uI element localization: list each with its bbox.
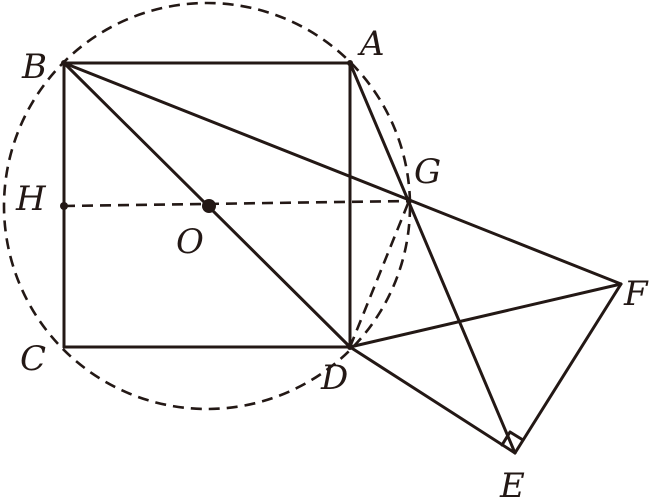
segment-de	[348, 345, 517, 455]
label-e: E	[499, 466, 525, 502]
label-f: F	[623, 274, 649, 314]
label-g: G	[414, 152, 441, 192]
label-a: A	[357, 24, 385, 64]
point-h	[60, 202, 68, 210]
segment-dg	[348, 200, 411, 348]
point-a	[347, 60, 353, 66]
point-g	[406, 198, 412, 204]
label-b: B	[21, 47, 47, 87]
segment-bf	[62, 61, 623, 286]
label-d: D	[320, 358, 348, 398]
label-o: O	[176, 222, 204, 262]
segment-hg	[63, 199, 410, 208]
segment-ae	[348, 61, 517, 455]
segment-df	[348, 282, 623, 349]
point-b	[61, 60, 67, 66]
point-d	[347, 344, 353, 350]
label-c: C	[20, 339, 46, 379]
segment-ef	[513, 282, 623, 455]
label-h: H	[15, 179, 47, 219]
right-angle-marker-e	[500, 430, 525, 447]
point-o	[202, 199, 216, 213]
